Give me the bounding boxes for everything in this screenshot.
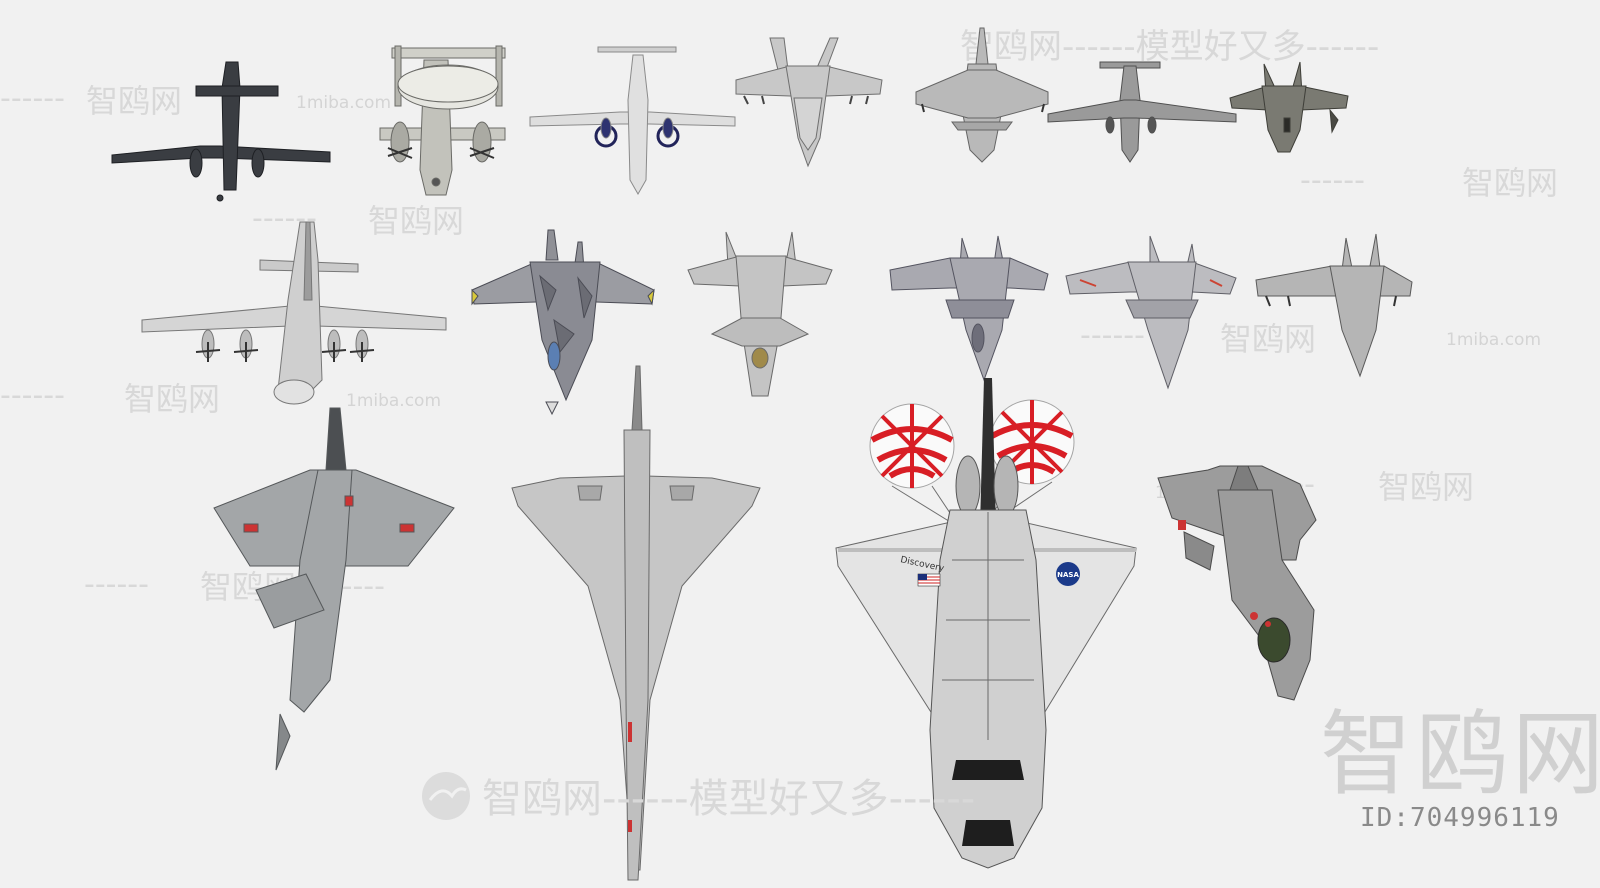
model-canard-fighter bbox=[735, 37, 883, 168]
watermark-dashes: ------ bbox=[84, 567, 149, 602]
model-c130-transport bbox=[141, 221, 447, 405]
model-jet-transport bbox=[1047, 61, 1237, 163]
model-concorde bbox=[511, 365, 761, 881]
model-stealth-vtol-fighter-small bbox=[1229, 61, 1349, 153]
model-j20-stealth bbox=[687, 231, 833, 397]
model-twin-turboprop bbox=[529, 46, 736, 196]
watermark-dashes: ------ bbox=[0, 378, 65, 413]
watermark-brand: 智鸥网 bbox=[1220, 320, 1316, 358]
watermark-foreground: 智鸥网------模型好又多------ 智鸥网 ID:704996119 bbox=[422, 701, 1600, 833]
model-f18 bbox=[1255, 233, 1413, 378]
model-f35b bbox=[1157, 465, 1317, 701]
model-su27-camo bbox=[471, 229, 655, 416]
watermark-slogan-top: 智鸥网------模型好又多------ bbox=[960, 27, 1379, 67]
watermark-site: 1miba.com bbox=[346, 391, 441, 411]
watermark-dashes: ------ bbox=[1080, 318, 1145, 353]
model-dark-twin-prop-transport bbox=[111, 61, 331, 202]
model-j15 bbox=[1065, 235, 1237, 390]
watermark-dashes: ------ bbox=[1300, 163, 1365, 198]
model-eurofighter bbox=[915, 27, 1049, 163]
watermark-site: 1miba.com bbox=[1446, 330, 1541, 350]
model-e2-awacs bbox=[379, 45, 506, 196]
watermark-brand: 智鸥网 bbox=[1462, 164, 1558, 202]
model-mig29 bbox=[889, 235, 1049, 382]
watermark-slogan-bottom: 智鸥网------模型好又多------ bbox=[482, 776, 975, 822]
watermark-dashes: ------ bbox=[0, 81, 65, 116]
model-j8-interceptor bbox=[213, 407, 455, 771]
watermark-big-logo: 智鸥网 bbox=[1320, 701, 1600, 808]
shuttle-logo-text: NASA bbox=[1057, 571, 1079, 579]
watermark-brand: 智鸥网 bbox=[1378, 468, 1474, 506]
nasa-logo-icon bbox=[1056, 562, 1080, 586]
watermark-brand: 智鸥网 bbox=[124, 380, 220, 418]
watermark-brand: 智鸥网 bbox=[368, 202, 464, 240]
watermark-site: 1miba.com bbox=[296, 93, 391, 113]
model-space-shuttle-discovery: NASA Discovery bbox=[835, 378, 1137, 869]
shuttle-parachute-left bbox=[869, 403, 961, 529]
watermark-id: ID:704996119 bbox=[1360, 803, 1560, 833]
seagull-logo-icon bbox=[422, 772, 470, 820]
watermark-brand: 智鸥网 bbox=[86, 82, 182, 120]
